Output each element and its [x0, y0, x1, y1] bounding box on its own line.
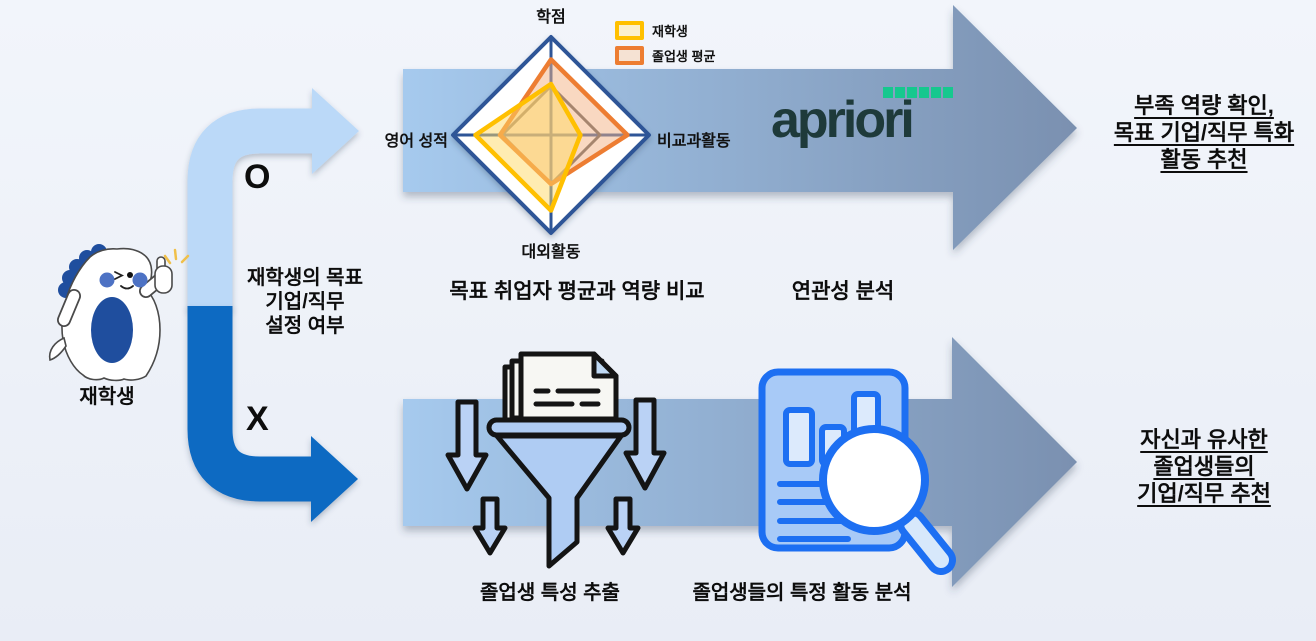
down-arrow-icon: [445, 399, 489, 492]
radar-axis-label-top: 학점: [536, 9, 566, 26]
branch-yes-label: O: [244, 158, 271, 196]
result-bottom: 자신과 유사한 졸업생들의 기업/직무 추천: [1137, 427, 1271, 506]
radar-axis-label-right: 비교과활동: [657, 133, 731, 150]
mascot-belly: [91, 297, 133, 363]
radar-caption: 목표 취업자 평균과 역량 비교: [449, 280, 705, 303]
legend-label: 졸업생 평균: [652, 49, 716, 64]
legend-label: 재학생: [652, 24, 688, 39]
funnel-mouth: [486, 417, 632, 438]
mascot-eye: [127, 272, 133, 278]
funnel-documents-icon: [445, 351, 667, 569]
result-top: 부족 역량 확인, 목표 기업/직무 특화 활동 추천: [1113, 93, 1295, 172]
apriori-wordmark: apriori: [771, 91, 915, 149]
sparkle-lines-icon: [163, 248, 190, 265]
down-arrow-icon: [623, 397, 667, 491]
down-arrow-icon: [605, 496, 641, 556]
document-magnifier-icon: [758, 368, 956, 575]
legend-swatch-graduate: [615, 46, 644, 65]
mascot-tail: [48, 336, 67, 362]
mascot-mouth: [120, 285, 134, 290]
radar-axis-label-left: 영어 성적: [384, 133, 448, 150]
mascot-fist: [154, 265, 173, 294]
legend-swatch-student: [615, 21, 644, 40]
funnel-caption: 졸업생 특성 추출: [480, 582, 620, 604]
green-squares-row-icon: [883, 87, 953, 98]
association-caption: 연관성 분석: [791, 280, 895, 303]
magnifier-caption: 졸업생들의 특정 활동 분석: [692, 582, 912, 604]
radar-legend: 재학생 졸업생 평균: [615, 21, 715, 65]
branch-no-label: X: [246, 400, 269, 438]
mascot-cheek: [99, 272, 115, 288]
radar-axis-label-bottom: 대외활동: [521, 244, 581, 261]
down-arrow-icon: [472, 496, 508, 556]
branch-arrow-yes: [187, 88, 359, 310]
document-text-lines: [777, 481, 861, 542]
apriori-logo: apriori: [771, 84, 986, 146]
radar-chart: [451, 35, 651, 235]
branch-arrow-no: [187, 306, 358, 522]
dino-mascot-icon: [48, 244, 190, 382]
radar-series-student: [473, 81, 583, 213]
mascot-cheek: [132, 272, 148, 288]
mascot-label: 재학생: [79, 386, 135, 408]
magnifier-lens: [819, 425, 929, 535]
decision-text: 재학생의 목표 기업/직무 설정 여부: [247, 267, 363, 337]
chart-bar: [783, 407, 815, 467]
legend-row-graduate: 졸업생 평균: [615, 46, 715, 65]
legend-row-student: 재학생: [615, 21, 715, 40]
mascot-wink-eye: [114, 271, 125, 280]
